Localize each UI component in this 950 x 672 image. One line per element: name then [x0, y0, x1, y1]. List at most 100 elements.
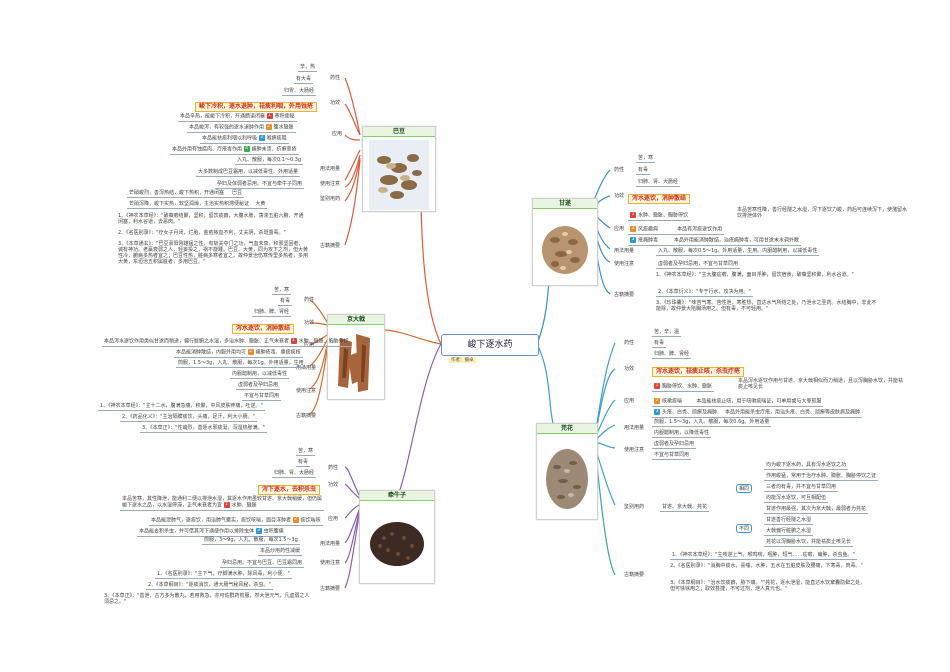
gansui-yingyong-desc: 本品苦寒性降，善行经隧之水湿，泻下逐饮力峻，药后可连续泻下，使潴留水饮排泄体外 — [737, 207, 908, 219]
herb-card-badou[interactable]: 巴豆 — [362, 126, 436, 212]
jingdaji-guji-item: 2、《药品化义》："主治隔膜痰饮，头痛，足汗，利大小肠。" — [120, 414, 257, 422]
herb-card-qianniuzi[interactable]: 牵牛子 — [359, 490, 435, 584]
badou-jianbie-item: 芒硝泻降，峻下实热，软坚润燥，主治实热积滞便秘证 大黄 — [127, 201, 268, 209]
gansui-yongfa-label[interactable]: 用法用量 — [614, 248, 635, 254]
herb-photo — [543, 437, 591, 517]
jingdaji-gongxiao-label[interactable]: 功效 — [304, 320, 315, 326]
badou-yongfa-label[interactable]: 用法用量 — [320, 166, 341, 172]
herb-card-gansui[interactable]: 甘遂 — [532, 198, 598, 286]
jianbie-xiangtong-item: 三者均有毒，并不宜与甘草同用 — [764, 484, 839, 492]
badou-yaoxing-item: 有大毒 — [294, 76, 314, 84]
yuanhua-yongfa-item: 内服醋制用，以降低毒性 — [652, 430, 712, 438]
jianbie-xiangtong-item: 均能泻水逐饮，可互相配伍 — [764, 495, 829, 503]
badou-jianbie-label[interactable]: 鉴别用药 — [320, 196, 341, 202]
gansui-yaoxing-label[interactable]: 药性 — [614, 167, 625, 173]
badou-yongfa-item: 入丸、散服，每次0.1～0.3g — [235, 157, 304, 165]
badou-yongfa-item: 大多数制成巴豆霜用，以减低毒性。外用适量 — [196, 169, 301, 177]
herb-photo — [539, 212, 591, 282]
jingdaji-yingyong-label[interactable]: 应用 — [304, 342, 315, 348]
badou-yingyong-label[interactable]: 应用 — [332, 131, 343, 137]
herb-card-yuanhua[interactable]: 芫花 — [536, 423, 598, 520]
badou-guji-item: 3、《本草通玄》："巴豆禀阳刚雄猛之性，有斩关夺门之功，气血未衰，积邪坚固者，诚… — [118, 241, 309, 265]
gansui-guji-item: 1、《神农本草经》："主大腹疝瘕，腹满，面目浮肿，留饮宿食，破癥坚积聚，利水谷道… — [656, 272, 854, 278]
qianniuzi-guji-label[interactable]: 古籍摘要 — [320, 586, 341, 592]
qianniuzi-yaoxing-item: 有毒 — [296, 459, 311, 467]
yuanhua-gongxiao-main: 泻水逐饮，祛痰止咳，杀虫疗疮 — [652, 367, 745, 377]
yuanhua-yongfa-label[interactable]: 用法用量 — [624, 425, 645, 431]
yuanhua-yingyong-label[interactable]: 应用 — [624, 398, 635, 404]
yuanhua-guji-item: 2、《名医别录》："消胸中痰水，喜唾，水肿，五水在五脏皮肤及腰痛，下寒毒，肉毒。… — [670, 563, 863, 569]
yuanhua-yongfa-item: 煎服，1.5～3g，入丸、散服，每次0.6g。外用适量 — [652, 419, 772, 427]
jianbie-butong-tag[interactable]: 不同 — [736, 524, 753, 533]
yuanhua-gongxiao-label[interactable]: 功效 — [624, 366, 635, 372]
gansui-zhuyi-item: 虚弱者及孕妇忌用，不宜与甘草同用 — [656, 261, 741, 269]
gansui-guji-item: 3、《珍珠囊》："味苦气寒。苦性泄，寒胜热，直达水气所结之处，乃泄水之圣药。水结… — [656, 300, 877, 312]
jingdaji-yongfa-label[interactable]: 用法用量 — [296, 365, 317, 371]
yuanhua-yaoxing-label[interactable]: 药性 — [624, 340, 635, 346]
gansui-yongfa-item: 入丸、散服，每次0.5～1g。外用适量，生用。内服醋制用，以减低毒性 — [656, 248, 820, 256]
jingdaji-zhuyi-label[interactable]: 使用注意 — [296, 388, 317, 394]
jingdaji-yongfa-item: 内服醋制用，以减低毒性 — [230, 371, 290, 379]
yuanhua-zhuyi-label[interactable]: 使用注意 — [624, 447, 645, 453]
qianniuzi-yingyong-label[interactable]: 应用 — [328, 516, 339, 522]
yuanhua-jianbie-root: 甘遂、京大戟、芫花 — [660, 504, 710, 512]
jianbie-butong-item: 芫花以泻胸胁水饮，并能祛痰止咳见长 — [764, 539, 854, 547]
jingdaji-guji-label[interactable]: 古籍摘要 — [296, 413, 317, 419]
jingdaji-yaoxing-item: 有毒 — [278, 298, 293, 306]
jingdaji-guji-item: 1、《神农本草经》："主十二水，腹满急痛，积聚，中风皮肤疼痛，吐逆。" — [98, 403, 265, 411]
jianbie-xiangtong-tag[interactable]: 相同 — [736, 484, 753, 493]
qianniuzi-zhuyi-label[interactable]: 使用注意 — [320, 560, 341, 566]
jianbie-xiangtong-item: 作用峻猛，常用于治疗水肿、臌胀、胸胁停饮之证 — [764, 473, 879, 481]
herb-photo — [366, 504, 428, 582]
badou-guji-item: 2、《名医别录》："疗女子月闭，烂胎，金疮脓血不利，丈夫阴，杀斑蝥毒。" — [118, 230, 286, 236]
gansui-gongxiao-label[interactable]: 功效 — [614, 193, 625, 199]
gansui-yingyong-label[interactable]: 应用 — [614, 226, 625, 232]
qianniuzi-gongxiao-label[interactable]: 功效 — [328, 482, 339, 488]
herb-title: 京大戟 — [328, 315, 384, 325]
gansui-yaoxing-item: 苦，寒 — [636, 155, 656, 163]
badou-zhuyi-item: 孕妇及体弱者忌用。不宜与牵牛子同用 — [215, 181, 305, 189]
herb-card-jingdaji[interactable]: 京大戟 — [327, 314, 385, 400]
yuanhua-jianbie-label[interactable]: 鉴别用药 — [624, 504, 645, 510]
herb-photo — [369, 140, 429, 210]
badou-guji-label[interactable]: 古籍摘要 — [320, 243, 341, 249]
badou-gongxiao-main: 峻下冷积，逐水退肿，祛痰利咽，外用蚀疮 — [195, 102, 318, 112]
yuanhua-guji-label[interactable]: 古籍摘要 — [624, 572, 645, 578]
jingdaji-guji-item: 3、《本草正》："性峻烈，善逐水邪痰涎，泻湿热胀满。" — [140, 425, 267, 433]
badou-guji-item: 1、《神农本草经》："破癥瘕结聚，坚积，留饮痰癖，大腹水胀，荡涤五脏六腑，开通闭… — [118, 213, 304, 225]
badou-yaoxing-label[interactable]: 药性 — [330, 75, 341, 81]
gansui-yaoxing-item: 归肺、肾、大肠经 — [636, 179, 681, 187]
author-label: 作者：摄卓 — [449, 357, 476, 363]
badou-zhuyi-label[interactable]: 使用注意 — [320, 181, 341, 187]
badou-gongxiao-label[interactable]: 功效 — [330, 100, 341, 106]
qianniuzi-yaoxing-label[interactable]: 药性 — [328, 465, 339, 471]
jianbie-butong-item: 甘遂善行经隧之水湿 — [764, 517, 814, 525]
yuanhua-zhuyi-item: 虚弱者及孕妇忌用 — [652, 441, 697, 449]
jingdaji-yaoxing-item: 苦，寒 — [272, 287, 292, 295]
qianniuzi-yongfa-label[interactable]: 用法用量 — [320, 541, 341, 547]
gansui-yaoxing-item: 有毒 — [636, 167, 651, 175]
gansui-guji-item: 2、《本草衍义》："专于行水，攻决为用。" — [656, 289, 753, 297]
gansui-zhuyi-label[interactable]: 使用注意 — [614, 261, 635, 267]
badou-jianbie-item: 芒硝峻烈，善泻热结，峻下热积，开通闭塞 巴豆 — [127, 190, 244, 198]
jingdaji-yaoxing-label[interactable]: 药性 — [304, 297, 315, 303]
badou-yaoxing-item: 归胃、大肠经 — [282, 88, 317, 96]
central-topic[interactable]: 峻下逐水药 — [441, 334, 539, 356]
yuanhua-yaoxing-item: 归肺、脾、肾经 — [652, 351, 692, 359]
qianniuzi-guji-item: 2、《本草纲目》："逐痰消饮，通大肠气秘风秘，杀虫。" — [146, 582, 273, 590]
jianbie-xiangtong-item: 均为峻下逐水药，具有泻水逐饮之功 — [764, 462, 849, 470]
jingdaji-yaoxing-item: 归肺、脾、肾经 — [252, 309, 292, 317]
gansui-guji-label[interactable]: 古籍摘要 — [614, 292, 635, 298]
jingdaji-zhuyi-item: 不宜与甘草同用 — [242, 393, 282, 401]
qianniuzi-gongxiao-main: 泻下逐水，去积杀虫 — [258, 485, 321, 495]
